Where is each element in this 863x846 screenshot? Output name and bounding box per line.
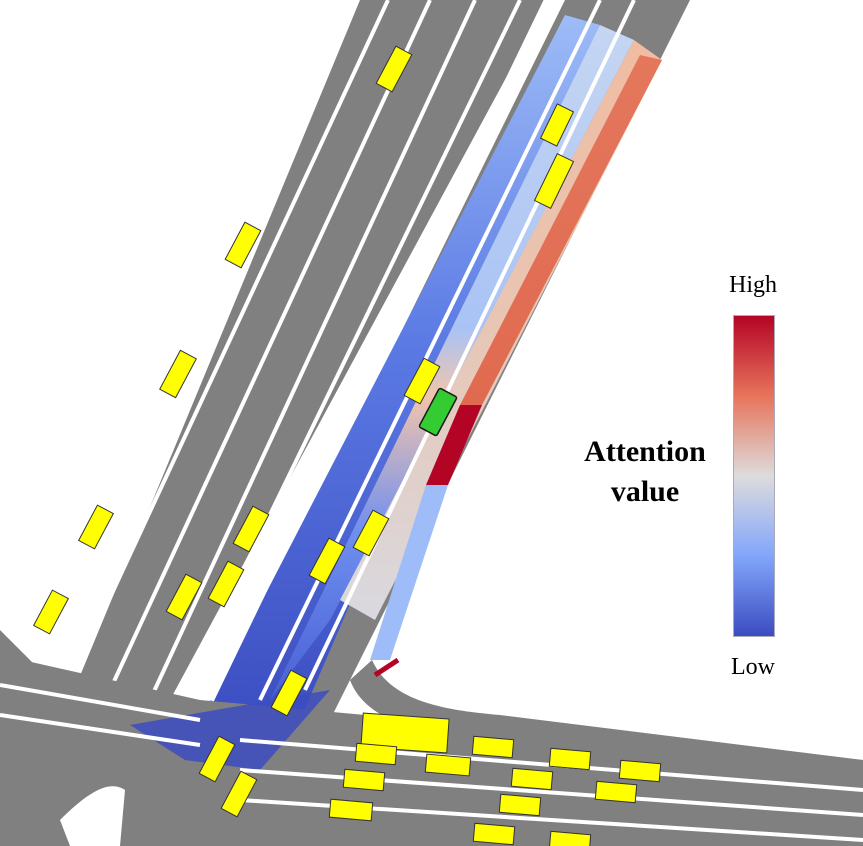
vehicle <box>342 768 386 792</box>
vehicle <box>328 798 374 822</box>
median-island <box>60 786 125 846</box>
vehicle <box>472 822 516 846</box>
right-highway-dividers <box>258 0 636 701</box>
vehicle <box>270 669 308 717</box>
vehicle <box>539 103 575 147</box>
vehicle <box>308 537 346 585</box>
vehicle <box>224 221 262 269</box>
vehicle <box>510 767 554 791</box>
legend-title-line2: value <box>610 475 680 508</box>
vehicle <box>220 770 258 818</box>
attention-colorbar <box>733 315 775 637</box>
lane-1-attention <box>190 15 600 740</box>
vehicle <box>498 793 542 817</box>
colorbar-low-label: Low <box>731 654 775 680</box>
legend-title: Attention value <box>560 432 730 512</box>
vehicle <box>424 753 472 777</box>
exit-ramp-marker <box>373 657 400 678</box>
vehicle <box>548 747 592 771</box>
vehicle <box>594 780 638 804</box>
vehicles <box>32 45 662 846</box>
left-highway-surface <box>70 0 548 700</box>
vehicle <box>471 735 515 759</box>
legend-title-line1: Attention <box>584 435 706 468</box>
vehicle <box>198 735 236 783</box>
ego-vehicle <box>418 387 458 437</box>
median-divider <box>206 0 552 702</box>
colorbar-high-label: High <box>729 272 777 298</box>
cross-road-left <box>0 655 200 846</box>
vehicle <box>360 712 450 754</box>
vehicle <box>32 589 70 635</box>
vehicle <box>533 153 575 209</box>
vehicle <box>352 509 390 557</box>
vehicle <box>403 357 441 405</box>
vehicle <box>548 830 592 846</box>
vehicle <box>618 759 662 783</box>
vehicle <box>232 505 270 553</box>
lane-4-attention <box>460 55 662 405</box>
vehicle <box>77 504 115 550</box>
vehicle <box>159 349 197 399</box>
exit-ramp-attention <box>370 485 448 660</box>
vehicle <box>207 560 245 608</box>
high-attention-block <box>426 405 482 485</box>
vehicle <box>354 742 398 766</box>
vehicle <box>165 573 203 621</box>
vehicle <box>375 45 413 93</box>
